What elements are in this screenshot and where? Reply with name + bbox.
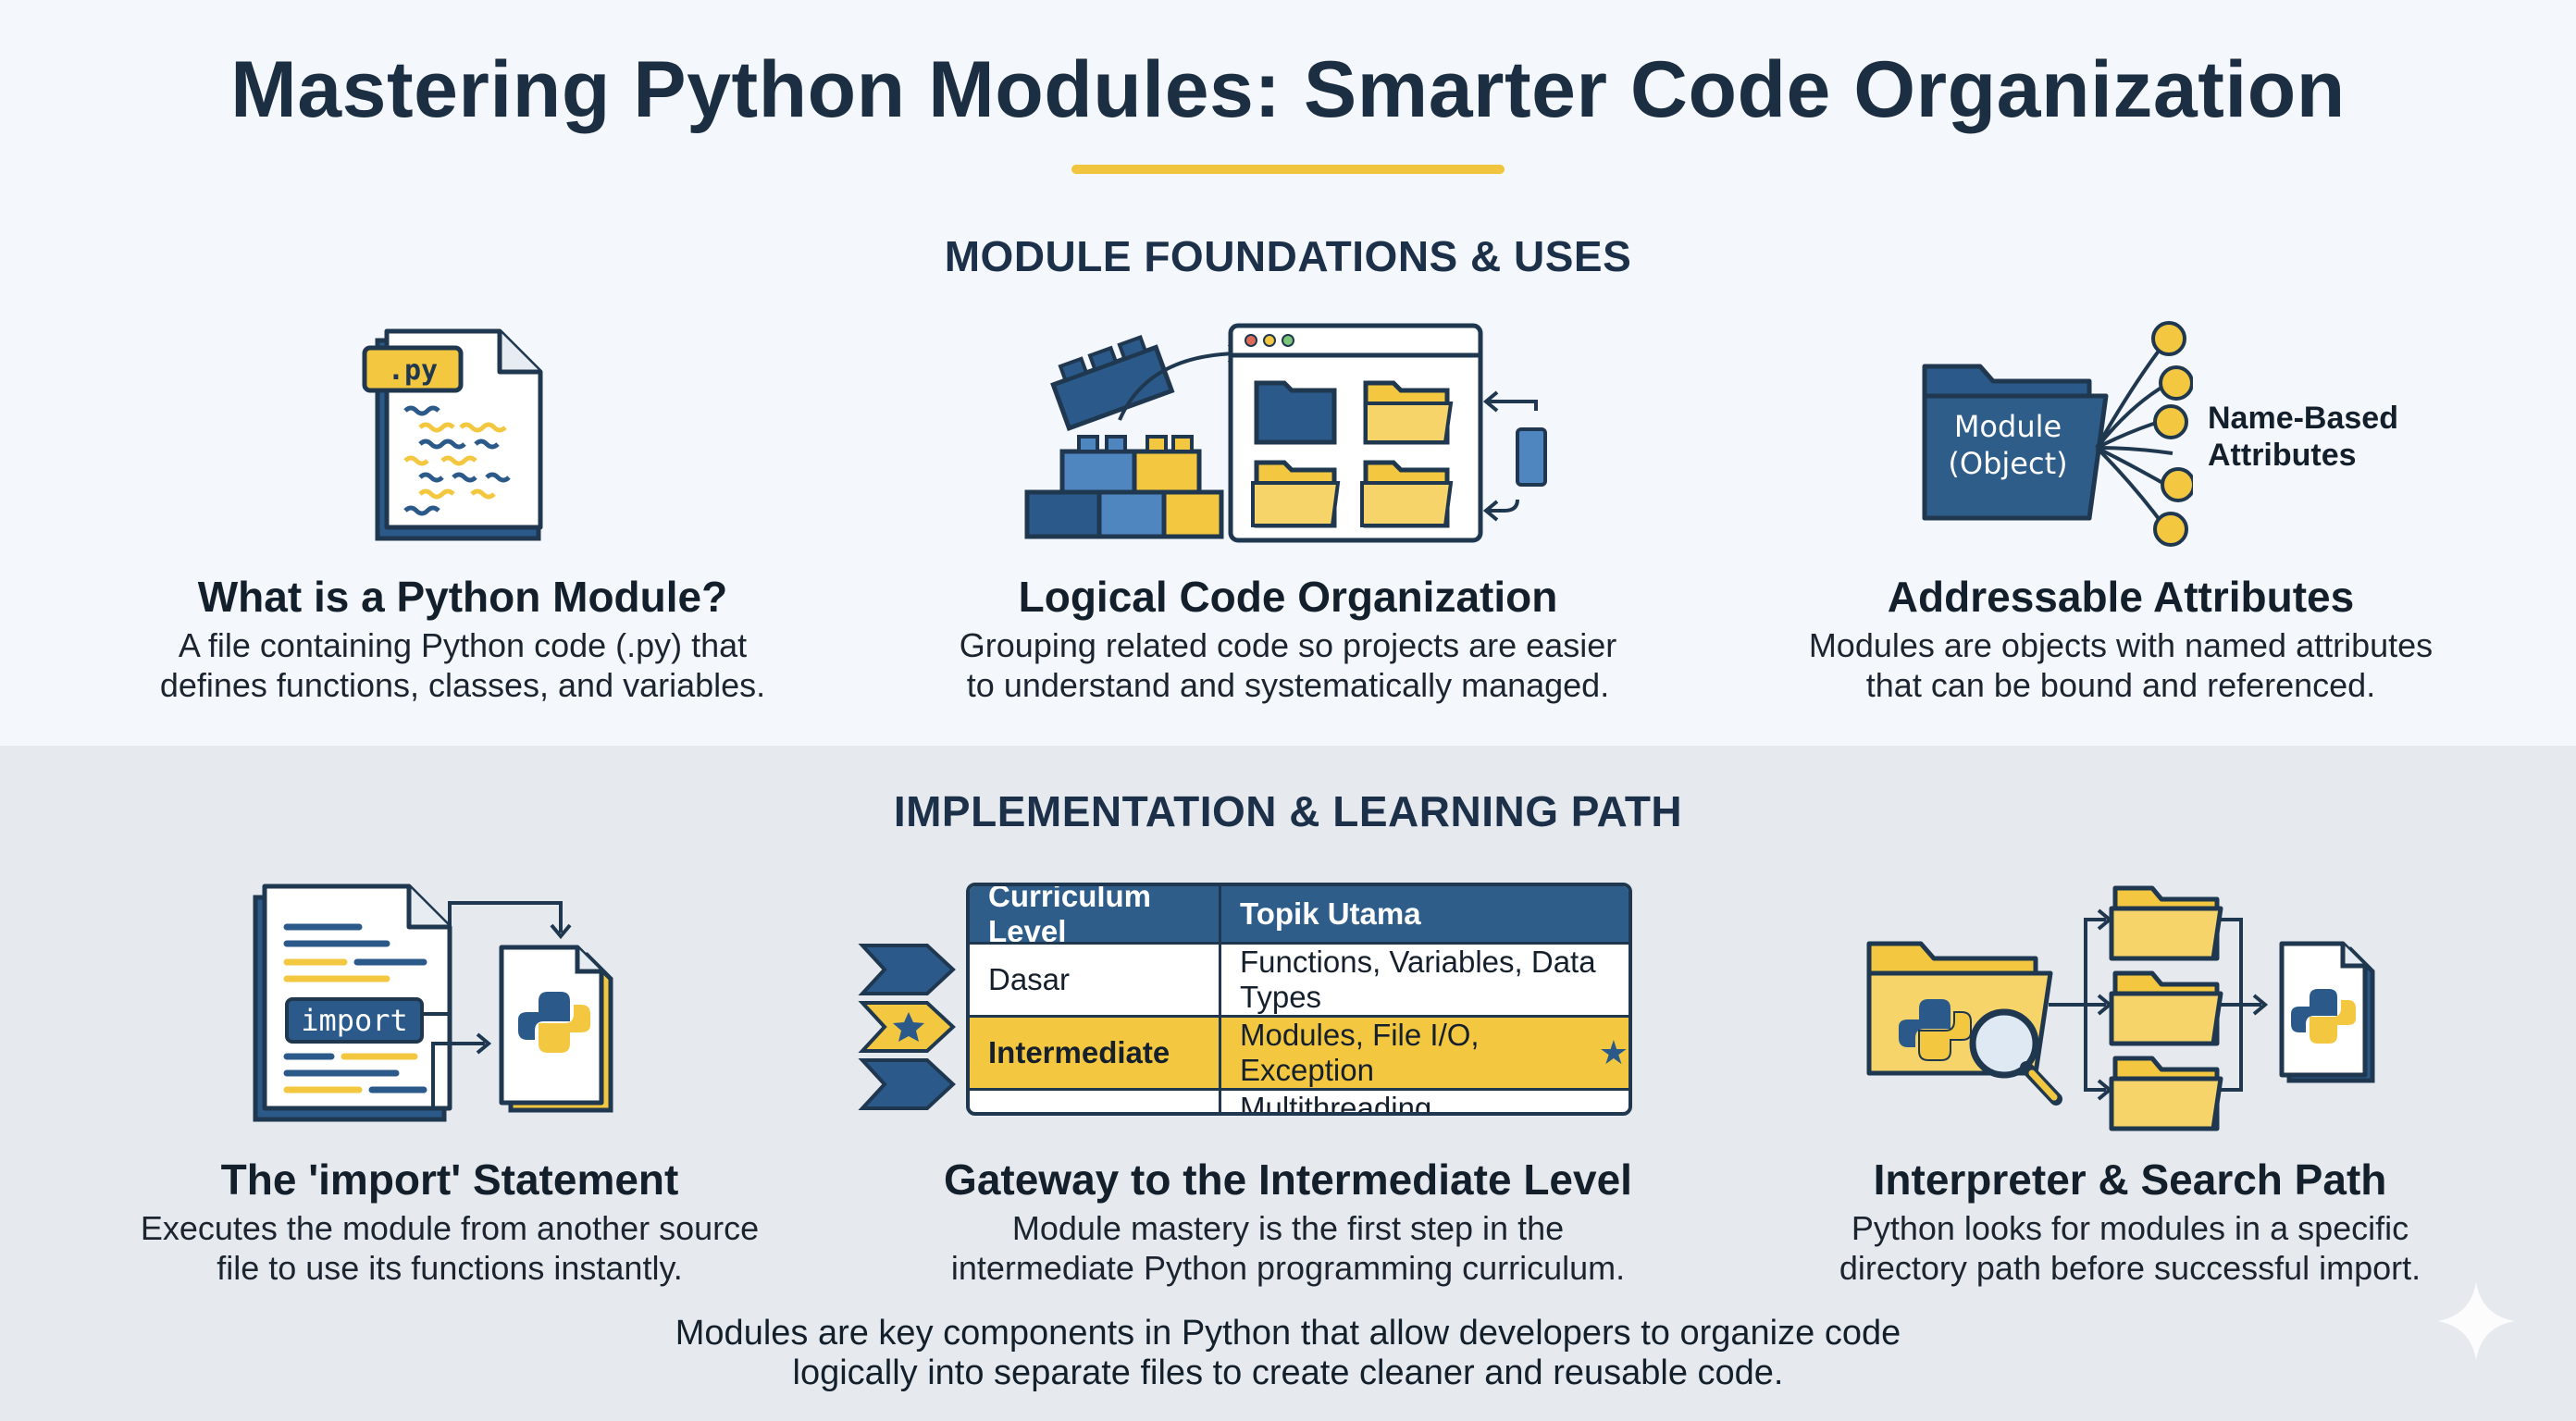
star-icon: ★ <box>1598 1033 1629 1071</box>
card-title-interpreter: Interpreter & Search Path <box>1873 1155 2387 1204</box>
section-heading-foundations: MODULE FOUNDATIONS & USES <box>944 232 1632 280</box>
card-title-attributes: Addressable Attributes <box>1887 573 2355 621</box>
section-heading-implementation: IMPLEMENTATION & LEARNING PATH <box>893 787 1683 835</box>
folder-label-line1: Module <box>1954 409 2062 444</box>
import-keyword: import <box>301 1003 408 1038</box>
card-title-organization: Logical Code Organization <box>1018 573 1558 621</box>
code-organization-icon <box>1024 323 1547 543</box>
table-row-level: Dasar <box>970 942 1221 1015</box>
magnifier-icon <box>1969 1008 2039 1079</box>
table-header-topics: Topik Utama <box>1221 886 1629 942</box>
card-desc-gateway: Module mastery is the first step in the … <box>950 1209 1626 1287</box>
level-arrow-basic <box>858 944 956 995</box>
level-arrow-advanced <box>858 1058 956 1110</box>
card-desc-interpreter: Python looks for modules in a specific d… <box>1839 1209 2421 1287</box>
card-title-module: What is a Python Module? <box>197 573 728 621</box>
import-statement-icon: import <box>253 883 613 1122</box>
python-file-icon: .py <box>362 328 543 541</box>
page-title: Mastering Python Modules: Smarter Code O… <box>230 45 2346 134</box>
star-icon <box>893 1012 924 1042</box>
card-desc-import: Executes the module from another source … <box>140 1209 760 1287</box>
card-desc-organization: Grouping related code so projects are ea… <box>959 626 1617 704</box>
table-header-level: Curriculum Level <box>970 886 1221 948</box>
module-object-icon: Module (Object) <box>1922 321 2193 547</box>
card-title-import: The 'import' Statement <box>220 1155 679 1204</box>
card-desc-module: A file containing Python code (.py) that… <box>159 626 766 704</box>
attribute-label: Name-Based Attributes <box>2208 401 2398 473</box>
summary-text: Modules are key components in Python tha… <box>675 1314 1901 1392</box>
folder-label-line2: (Object) <box>1948 446 2067 481</box>
table-row-topics: Functions, Variables, Data Types <box>1221 942 1629 1015</box>
sparkle-icon <box>2437 1282 2515 1360</box>
file-tag-label: .py <box>388 354 438 387</box>
table-row-level-highlighted: Intermediate <box>970 1015 1221 1088</box>
card-title-gateway: Gateway to the Intermediate Level <box>944 1155 1632 1204</box>
title-underline <box>1071 165 1505 174</box>
level-arrows <box>858 944 956 1110</box>
search-path-icon <box>1866 885 2375 1131</box>
table-row-level: Advanced <box>970 1088 1221 1112</box>
curriculum-table: Curriculum Level Topik Utama Dasar Funct… <box>966 883 1632 1116</box>
card-desc-attributes: Modules are objects with named attribute… <box>1808 626 2434 704</box>
table-row-topics-highlighted: Modules, File I/O, Exception ★ <box>1221 1015 1629 1088</box>
table-row-topics: Multithreading, Asynchronous <box>1221 1088 1629 1112</box>
